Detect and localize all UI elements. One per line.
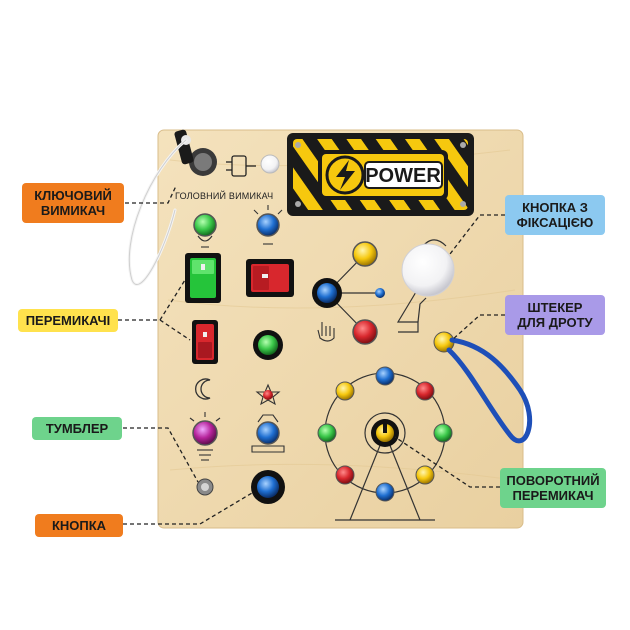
blue-led-bottom (256, 421, 280, 445)
red-rocker-switch-top[interactable] (246, 259, 294, 297)
rotary-switch-knob[interactable] (371, 419, 399, 447)
wheel-led-bottom (375, 482, 395, 502)
wire-plug-label: ШТЕКЕР ДЛЯ ДРОТУ (505, 295, 605, 335)
blue-center-button[interactable] (312, 278, 342, 308)
plug-outline-icon (226, 155, 256, 177)
toggle-switch[interactable] (196, 478, 214, 496)
moon-icon (194, 378, 211, 400)
bulb-rays-icon (253, 205, 283, 245)
purple-led (192, 420, 218, 446)
rotary-switch-label: ПОВОРОТНИЙ ПЕРЕМИКАЧ (500, 468, 606, 508)
red-rocker-switch-bottom[interactable] (192, 320, 218, 364)
lightning-bolt-icon (336, 160, 355, 190)
lamp-shade-icon (251, 414, 285, 453)
key-switch-label: КЛЮЧОВИЙ ВИМИКАЧ (22, 183, 124, 223)
power-sign: POWER (287, 133, 474, 216)
wheel-led-lower-right (415, 465, 435, 485)
green-led (193, 213, 217, 237)
star-led-icon (255, 383, 281, 406)
wheel-led-right (433, 423, 453, 443)
switches-label: ПЕРЕМИКАЧІ (18, 309, 118, 332)
wheel-led-upper-right (415, 381, 435, 401)
lamp-outline-icon (189, 412, 221, 461)
bulb-outline-icon (197, 235, 213, 248)
wheel-led-left (317, 423, 337, 443)
wheel-led-top (375, 366, 395, 386)
blue-push-button[interactable] (251, 470, 285, 504)
red-led-molecule (352, 319, 378, 345)
small-blue-led (375, 288, 385, 298)
latch-button-label: КНОПКА З ФІКСАЦІЄЮ (505, 195, 605, 235)
leader-lines (118, 185, 505, 525)
button-label: КНОПКА (35, 514, 123, 537)
toggle-label: ТУМБЛЕР (32, 417, 122, 440)
wheel-led-lower-left (335, 465, 355, 485)
latching-button[interactable] (401, 243, 455, 297)
key-switch[interactable] (174, 129, 217, 176)
tap-hand-icon (317, 322, 335, 342)
main-switch-caption: ГОЛОВНИЙ ВИМИКАЧ (175, 190, 273, 201)
blue-led-top (256, 213, 280, 237)
blue-wire (446, 337, 532, 444)
main-power-indicator (260, 154, 280, 174)
green-rocker-switch[interactable] (185, 253, 221, 303)
power-sign-text: POWER (365, 165, 441, 187)
wheel-led-upper-left (335, 381, 355, 401)
yellow-led-molecule (352, 241, 378, 267)
